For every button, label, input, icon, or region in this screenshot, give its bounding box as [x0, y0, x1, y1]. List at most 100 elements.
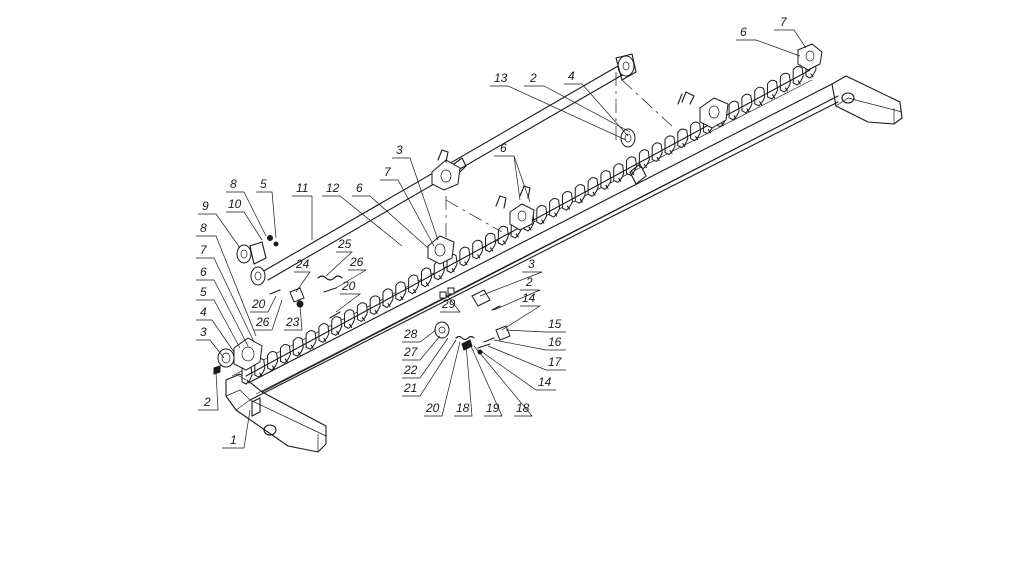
- callout-17: 17: [548, 355, 563, 369]
- axis-lines: [235, 72, 675, 381]
- callout-20: 20: [425, 401, 440, 415]
- callout-11: 11: [296, 181, 308, 195]
- guard-finger-tip: [451, 268, 455, 273]
- guard-finger-tip: [592, 191, 596, 196]
- callout-29: 29: [441, 297, 456, 311]
- guard-finger-tip: [348, 323, 353, 328]
- guard-finger-tip: [361, 316, 365, 321]
- guard-finger-tip: [489, 247, 494, 252]
- callout-18: 18: [516, 401, 530, 415]
- callout-3: 3: [396, 143, 403, 157]
- callout-28: 28: [403, 327, 418, 341]
- callout-9: 9: [202, 199, 209, 213]
- guard-finger-tip: [246, 379, 250, 384]
- guard-finger-tip: [528, 226, 532, 231]
- guard-finger: [792, 65, 804, 86]
- callout-14: 14: [538, 375, 552, 389]
- callout-16: 16: [548, 335, 562, 349]
- callout-19: 19: [486, 401, 500, 415]
- callout-15: 15: [548, 317, 562, 331]
- guard-finger: [459, 246, 471, 267]
- guard-finger: [279, 344, 291, 364]
- middle-hub-assembly: [427, 185, 535, 265]
- right-end-bracket: [831, 75, 903, 125]
- guard-finger-tip: [541, 219, 545, 224]
- guard-finger-tip: [810, 73, 814, 78]
- callout-4: 4: [568, 69, 575, 83]
- guard-finger: [344, 309, 356, 329]
- callout-5: 5: [260, 177, 267, 191]
- guard-finger: [600, 170, 612, 190]
- guard-finger-tip: [682, 142, 686, 148]
- guard-finger-tip: [438, 275, 442, 280]
- guard-finger: [587, 177, 599, 197]
- guard-finger: [549, 197, 561, 218]
- callout-27: 27: [403, 345, 419, 359]
- guard-finger-tip: [797, 80, 801, 85]
- guard-finger-tip: [707, 129, 712, 134]
- guard-finger-tip: [387, 302, 391, 308]
- guard-finger-tip: [477, 254, 481, 259]
- guard-finger-tip: [566, 205, 571, 210]
- callout-2: 2: [529, 71, 537, 85]
- callout-13: 13: [494, 71, 508, 85]
- callout-22: 22: [403, 363, 418, 377]
- guard-finger-tip: [554, 212, 558, 217]
- guard-finger: [741, 93, 753, 114]
- guard-finger-tip: [695, 136, 699, 141]
- guard-finger-tip: [784, 87, 788, 92]
- callout-2: 2: [203, 395, 211, 409]
- guard-finger-tip: [374, 309, 378, 315]
- guard-finger: [754, 86, 766, 107]
- guard-finger: [690, 121, 702, 142]
- callout-3: 3: [200, 325, 207, 339]
- guard-finger-tip: [733, 115, 737, 120]
- guard-finger: [651, 142, 663, 163]
- callout-8: 8: [230, 177, 237, 191]
- callout-21: 21: [403, 381, 417, 395]
- guard-finger-tip: [259, 372, 263, 377]
- guard-finger: [497, 225, 509, 246]
- guard-finger: [331, 316, 343, 336]
- callout-26: 26: [255, 315, 270, 329]
- callout-12: 12: [326, 181, 340, 195]
- guard-finger: [561, 191, 573, 211]
- callout-6: 6: [500, 141, 507, 155]
- callout-26: 26: [349, 255, 364, 269]
- callout-3: 3: [528, 257, 535, 271]
- guard-finger-tip: [746, 108, 750, 113]
- guard-finger: [485, 232, 497, 253]
- guard-finger-tip: [669, 149, 673, 155]
- guard-finger: [420, 267, 432, 288]
- callout-20: 20: [341, 279, 356, 293]
- guard-finger-tip: [605, 184, 609, 189]
- guard-finger: [638, 149, 650, 169]
- guard-finger: [292, 337, 304, 357]
- guard-finger: [664, 135, 676, 156]
- guard-finger: [305, 330, 317, 350]
- callout-4: 4: [200, 305, 207, 319]
- drive-shaft: [250, 53, 637, 286]
- guard-finger: [677, 128, 689, 149]
- callout-2: 2: [525, 275, 533, 289]
- guard-finger: [472, 239, 484, 260]
- guard-finger: [574, 184, 586, 204]
- guard-finger-tip: [284, 358, 289, 363]
- guard-finger-tip: [272, 365, 276, 370]
- guard-finger: [779, 72, 791, 93]
- guard-finger-tip: [630, 170, 635, 175]
- callout-6: 6: [356, 181, 363, 195]
- guard-finger-tip: [759, 101, 763, 106]
- callout-7: 7: [384, 165, 392, 179]
- callout-1: 1: [230, 433, 237, 447]
- callout-24: 24: [295, 257, 310, 271]
- callout-10: 10: [228, 197, 242, 211]
- guard-finger: [395, 281, 407, 302]
- callout-25: 25: [337, 237, 352, 251]
- callout-20: 20: [251, 297, 266, 311]
- callout-18: 18: [456, 401, 470, 415]
- guard-finger-tip: [297, 351, 301, 356]
- guard-finger-tip: [310, 344, 314, 349]
- callout-6: 6: [200, 265, 207, 279]
